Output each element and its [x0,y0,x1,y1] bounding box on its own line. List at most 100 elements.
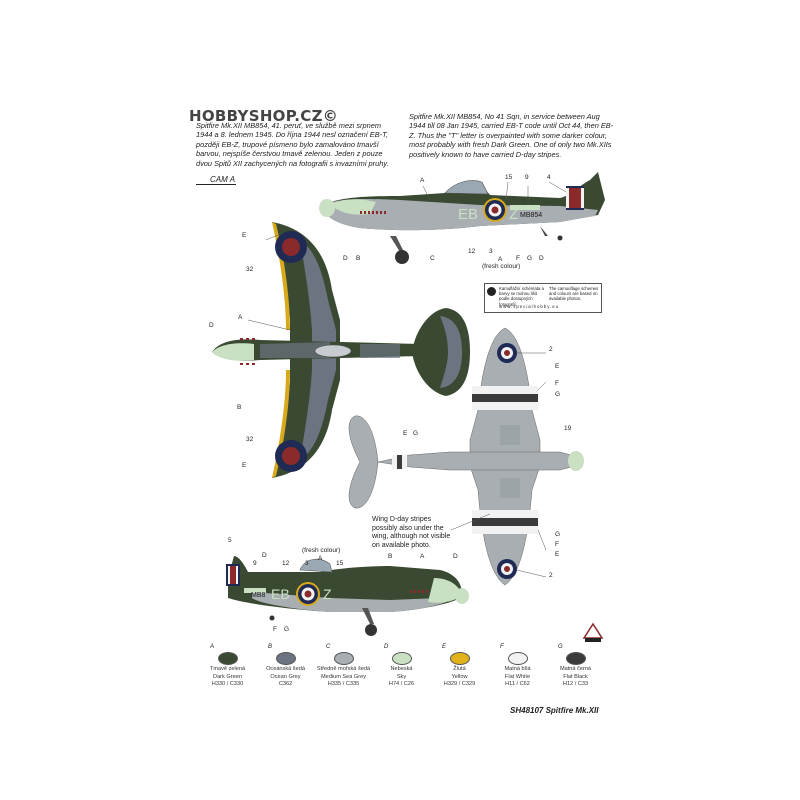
description-english: Spitfire Mk.XII MB854, No 41 Sqn, in ser… [409,112,614,159]
callout-top-side-3: 3 [489,248,493,255]
code-letters-bottom: EB [271,586,290,602]
legend-swatch [391,652,412,665]
legend-en: Dark Green [213,673,242,680]
legend-en: Flat Black [563,673,588,680]
callout-bottom-e: E [555,363,560,370]
callout-top-side-c: C [430,255,435,262]
legend-letter: A [210,644,215,650]
callout-side-b-5: 5 [228,537,232,544]
callout-top-side-d2: D [343,255,348,262]
callout-bottom-g3: G [555,531,561,538]
legend-swatch [333,652,354,665]
serial-bottom: MB8 [251,592,266,599]
legend-swatch [507,652,528,665]
callout-bottom-e3: E [555,551,560,558]
top-view [212,222,470,478]
legend-swatch [565,652,586,665]
callout-side-b-d: D [262,552,267,559]
callout-side-b-d2: D [453,553,458,560]
callout-side-b-f: F [273,626,277,633]
legend-code: H329 / C329 [443,681,476,688]
legend-en: Medium Sea Grey [320,673,367,680]
callout-bottom-2: 2 [549,346,553,353]
callout-side-b-a: A [318,555,323,562]
legend-code: H335 / C335 [327,681,360,688]
legend-letter: E [442,644,447,650]
callout-bottom-2b: 2 [549,572,553,579]
legend-cz: Nebeská [390,666,413,672]
callout-leaders [247,181,567,578]
description-czech: Spitfire Mk.XII MB854, 41. peruť, ve slu… [196,121,389,168]
callout-bottom-19: 19 [564,425,572,432]
callout-side-b-g: G [284,626,290,633]
product-caption: SH48107 Spitfire Mk.XII [510,706,599,715]
callout-top-side-9: 9 [525,174,529,181]
code-letter-z-top: Z [509,206,518,223]
bottom-view [348,327,584,586]
watermark: HOBBYSHOP.CZ© [189,107,339,125]
callout-bottom-g2: G [413,430,419,437]
legend-code: H12 / C33 [562,681,589,688]
callout-bottom-f2: F [555,541,559,548]
legend-cz: Matná bílá [504,666,531,672]
callout-side-b-b: B [388,553,393,560]
legend-en: Flat White [504,673,531,680]
info-icon [487,287,496,296]
callout-bottom-g: G [555,391,561,398]
legend-letter: C [326,644,331,650]
callout-top-view-e2: E [242,462,247,469]
info-url: www.specialhobby.eu [499,304,560,309]
legend-cz: Matná černá [559,666,592,672]
code-letters-top: EB [458,206,478,223]
info-text-czech: Kamuflážní schémata a barvy se mohou liš… [499,286,544,307]
info-box: Kamuflážní schémata a barvy se mohou liš… [484,283,602,313]
cam-underline [196,184,236,185]
legend-en: Ocean Grey [270,673,301,680]
callout-top-side-b: B [356,255,361,262]
callout-side-b-a2: A [420,553,425,560]
callout-top-view-e: E [242,232,247,239]
callout-side-b-12: 12 [282,560,290,567]
cam-label: CAM A [210,175,236,184]
callout-top-side-12: 12 [468,248,476,255]
side-view-top [319,172,605,264]
stripes-note: Wing D-day stripes possibly also under t… [372,516,451,549]
callout-top-side-4: 4 [547,174,551,181]
legend-en: Yellow [451,673,468,680]
legend-letter: F [500,644,504,650]
legend-code: C362 [278,681,293,688]
legend-letter: G [558,644,563,650]
serial-top: MB854 [520,212,542,219]
callout-side-b-15: 15 [336,560,344,567]
callout-top-view-a: A [238,314,243,321]
legend-code: H74 / C26 [388,681,415,688]
fresh-colour-top: (fresh colour) [482,263,521,270]
legend-cz: Tmavě zelená [209,666,246,672]
legend-letter: B [268,644,273,650]
callout-top-view-b: B [237,404,242,411]
legend-swatch [275,652,296,665]
legend-code: H330 / C330 [211,681,244,688]
callout-top-side-d: D [539,255,544,262]
legend-letter: D [384,644,389,650]
special-hobby-logo [582,620,604,644]
legend-swatch [449,652,470,665]
legend-cz: Žlutá [453,666,466,672]
code-letter-z-bottom: Z [323,586,332,602]
legend-cz: Středně mořská šedá [316,666,371,672]
legend-cz: Oceánská šedá [266,666,305,672]
fresh-colour-bottom: (fresh colour) [302,547,341,554]
legend-code: H11 / C62 [505,681,530,688]
callout-top-view-d: D [209,322,214,329]
callout-top-side-a: A [420,177,425,184]
